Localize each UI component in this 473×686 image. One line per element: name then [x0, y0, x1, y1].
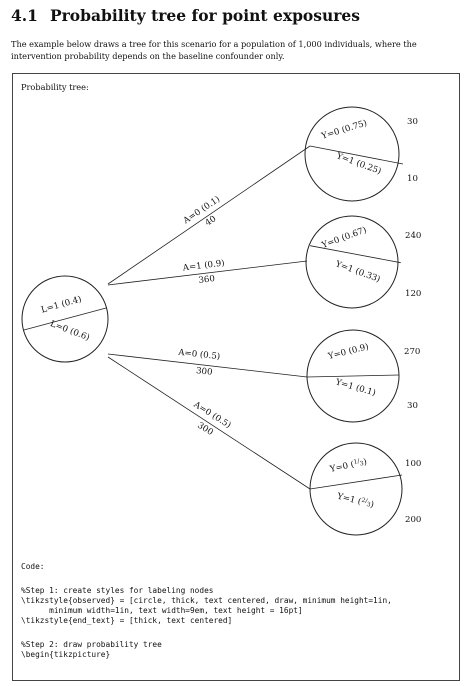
- code-header: Code:: [21, 562, 45, 571]
- branch-3-label: A=0 (0.5): [177, 347, 221, 362]
- root-node: [21, 275, 109, 363]
- leaf-4-bottom-count: 200: [405, 515, 421, 525]
- leaf-2-upper-label: Y=0 (0.67): [319, 224, 368, 251]
- branch-2-label: A=1 (0.9): [181, 258, 225, 274]
- intro-paragraph: The example below draws a tree for this …: [11, 39, 417, 61]
- box-label: Probability tree:: [21, 82, 89, 92]
- code-line-3: minimum width=1in, text width=9em, text …: [21, 606, 303, 615]
- code-line-4: \tikzstyle{end_text} = [thick, text cent…: [21, 616, 233, 625]
- leaf-1-top-count: 30: [407, 117, 418, 127]
- code-line-6: %Step 2: draw probability tree: [21, 640, 162, 649]
- branch-line-3: [107, 353, 308, 378]
- code-line-7: \begin{tikzpicture}: [21, 650, 111, 659]
- leaf-4-lower-label: Y=1 (2/3): [335, 490, 375, 510]
- leaf-2-top-count: 240: [405, 231, 421, 241]
- branch-4-count: 300: [195, 421, 214, 438]
- branch-3-count: 300: [196, 366, 213, 378]
- leaf-3-lower-label: Y=1 (0.1): [333, 376, 377, 398]
- leaf-node-2: Y=0 (0.67) Y=1 (0.33): [305, 215, 401, 309]
- leaf-node-3: Y=0 (0.9) Y=1 (0.1): [306, 329, 400, 423]
- branch-line-2: [107, 260, 308, 286]
- leaf-1-upper-label: Y=0 (0.75): [319, 117, 368, 142]
- section-heading: 4.1 Probability tree for point exposures: [11, 6, 360, 25]
- leaf-3-upper-label: Y=0 (0.9): [326, 341, 370, 362]
- branch-2-count: 360: [198, 274, 216, 286]
- code-line-1: %Step 1: create styles for labeling node…: [21, 586, 214, 595]
- branch-line-1: [107, 145, 311, 285]
- root-divider: [23, 307, 107, 331]
- probability-tree: L=1 (0.4) L=0 (0.6) A=0 (0.1) 40 A=1 (0.…: [21, 106, 421, 536]
- leaf-2-lower-label: Y=1 (0.33): [333, 258, 382, 285]
- root-upper-label: L=1 (0.4): [40, 294, 83, 316]
- root-lower-label: L=0 (0.6): [49, 318, 92, 343]
- leaf-4-upper-label: Y=0 (1/3): [328, 456, 368, 475]
- figure-box: Probability tree: L=1 (0.4) L=0 (0.6) A=…: [12, 73, 460, 681]
- code-line-2: \tikzstyle{observed} = [circle, thick, t…: [21, 596, 392, 605]
- leaf-node-1: Y=0 (0.75) Y=1 (0.25): [304, 106, 404, 202]
- section-title: Probability tree for point exposures: [49, 6, 361, 25]
- section-number: 4.1: [11, 6, 38, 25]
- leaf-4-top-count: 100: [405, 459, 421, 469]
- leaf-1-lower-label: Y=1 (0.25): [334, 150, 383, 177]
- leaf-node-4: Y=0 (1/3) Y=1 (2/3): [309, 442, 403, 536]
- leaf-3-bottom-count: 30: [407, 401, 418, 411]
- branch-line-4: [107, 356, 311, 490]
- leaf-2-bottom-count: 120: [405, 289, 421, 299]
- leaf-1-bottom-count: 10: [407, 174, 418, 184]
- branch-1-count: 40: [204, 214, 219, 228]
- leaf-3-top-count: 270: [404, 347, 420, 357]
